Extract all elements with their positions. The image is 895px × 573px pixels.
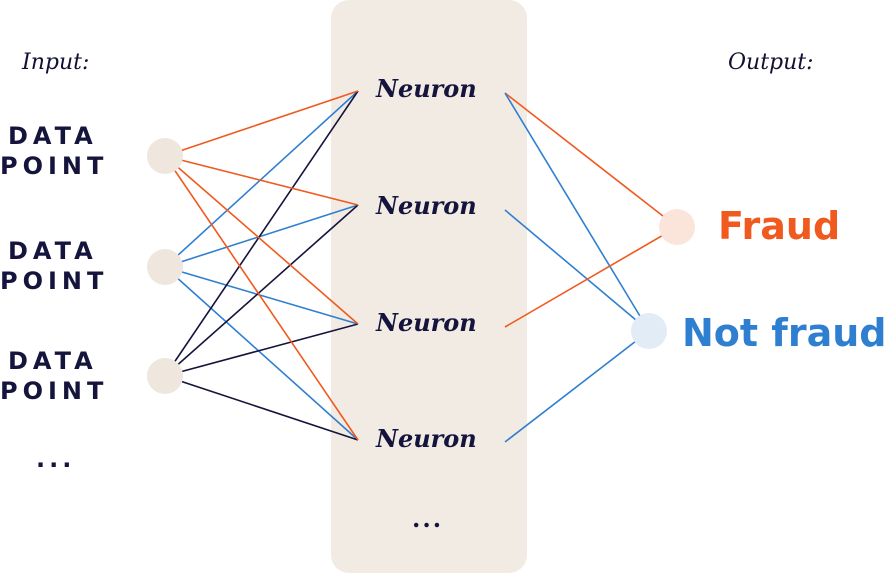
input-hidden-edge bbox=[164, 204, 359, 268]
neuron-label: Neuron bbox=[376, 424, 477, 453]
input-hidden-edge bbox=[164, 266, 359, 441]
input-hidden-edge bbox=[164, 90, 359, 377]
output-fraud-label: Fraud bbox=[718, 204, 841, 248]
data-point-label: DATA POINT bbox=[0, 236, 108, 296]
input-node-0 bbox=[147, 138, 183, 174]
data-point-line2: POINT bbox=[0, 267, 109, 295]
data-point-label: DATA POINT bbox=[0, 121, 108, 181]
input-label: Input: bbox=[22, 50, 90, 75]
data-point-line2: POINT bbox=[0, 377, 109, 405]
output-node-fraud bbox=[659, 209, 695, 245]
input-node-1 bbox=[147, 249, 183, 285]
output-label: Output: bbox=[728, 50, 814, 75]
input-hidden-edge bbox=[164, 90, 359, 268]
data-point-label: DATA POINT bbox=[0, 346, 108, 406]
data-point-line1: DATA bbox=[8, 237, 98, 265]
output-not-fraud-label: Not fraud bbox=[682, 311, 887, 355]
input-node-2 bbox=[147, 358, 183, 394]
data-point-line1: DATA bbox=[8, 347, 98, 375]
input-hidden-edge bbox=[164, 155, 359, 206]
output-node-not-fraud bbox=[631, 313, 667, 349]
hidden-layer-panel bbox=[331, 0, 527, 573]
input-hidden-edge bbox=[164, 204, 359, 377]
hidden-output-edge bbox=[504, 209, 650, 332]
data-point-line2: POINT bbox=[0, 152, 109, 180]
data-point-line1: DATA bbox=[8, 122, 98, 150]
hidden-output-edge bbox=[504, 92, 650, 332]
input-ellipsis: ... bbox=[36, 445, 76, 473]
input-hidden-edge bbox=[164, 323, 359, 377]
input-hidden-edge bbox=[164, 266, 359, 325]
input-hidden-edge bbox=[164, 155, 359, 441]
hidden-output-edge bbox=[504, 226, 678, 328]
neuron-label: Neuron bbox=[376, 191, 477, 220]
input-hidden-edge bbox=[164, 155, 359, 325]
hidden-layer-ellipsis: ... bbox=[412, 504, 444, 533]
input-hidden-edge bbox=[164, 375, 359, 441]
neuron-label: Neuron bbox=[376, 74, 477, 103]
neuron-label: Neuron bbox=[376, 308, 477, 337]
hidden-output-edge bbox=[504, 330, 650, 443]
hidden-output-edge bbox=[504, 92, 678, 228]
input-hidden-edge bbox=[164, 90, 359, 157]
